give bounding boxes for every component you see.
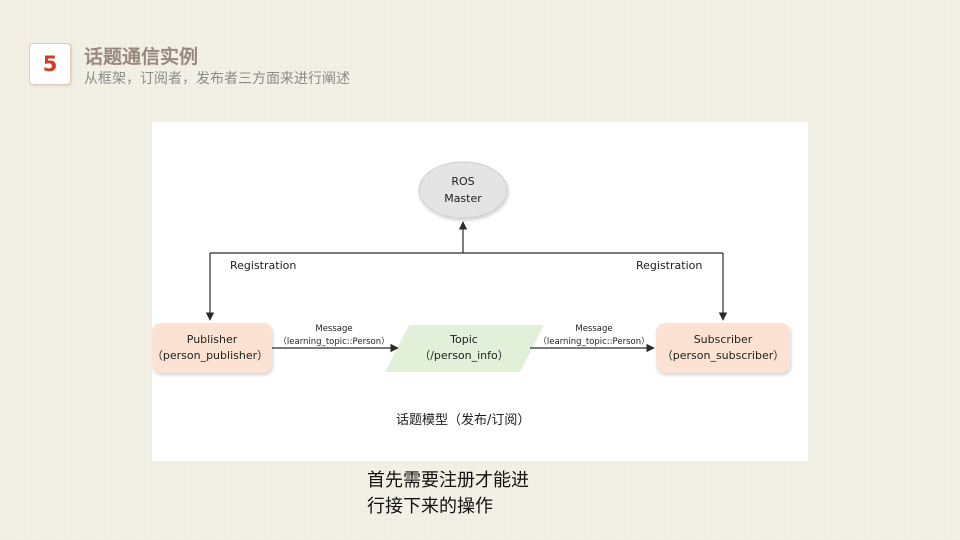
subscriber-node: Subscriber （person_subscriber） bbox=[656, 323, 790, 373]
subscriber-node-name: （person_subscriber） bbox=[662, 349, 785, 362]
explanation-text: 首先需要注册才能进 行接下来的操作 bbox=[367, 468, 597, 520]
topic-path: （/person_info） bbox=[419, 349, 509, 362]
section-number-badge: 5 bbox=[29, 43, 71, 85]
ros-master-shape bbox=[418, 161, 508, 219]
message-type-right: （learning_topic::Person） bbox=[538, 336, 649, 347]
diagram-canvas: ROS Master Registration Registration Pub… bbox=[152, 161, 790, 428]
slide-subtitle: 从框架，订阅者，发布者三方面来进行阐述 bbox=[84, 71, 350, 87]
publisher-shape bbox=[152, 323, 272, 373]
ros-master-node: ROS Master bbox=[418, 161, 508, 219]
message-label-left: Message bbox=[315, 324, 352, 334]
topic-node: Topic （/person_info） bbox=[385, 325, 544, 372]
topic-shape bbox=[385, 325, 544, 372]
ros-master-label-line1: ROS bbox=[451, 175, 474, 188]
subscriber-shape bbox=[656, 323, 790, 373]
registration-label-right: Registration bbox=[636, 259, 702, 272]
publisher-node: Publisher （person_publisher） bbox=[152, 323, 272, 373]
topic-model-diagram: ROS Master Registration Registration Pub… bbox=[152, 122, 808, 461]
explanation-line-2: 行接下来的操作 bbox=[367, 496, 493, 517]
publisher-node-name: （person_publisher） bbox=[152, 349, 268, 362]
publisher-label: Publisher bbox=[187, 333, 238, 346]
subscriber-label: Subscriber bbox=[694, 333, 753, 346]
topic-label: Topic bbox=[449, 333, 478, 346]
section-number: 5 bbox=[42, 52, 58, 76]
ros-master-label-line2: Master bbox=[444, 192, 482, 205]
slide-title: 话题通信实例 bbox=[84, 46, 199, 68]
diagram-caption: 话题模型（发布/订阅） bbox=[396, 412, 530, 428]
registration-label-left: Registration bbox=[230, 259, 296, 272]
message-label-right: Message bbox=[575, 324, 612, 334]
message-type-left: （learning_topic::Person） bbox=[278, 336, 389, 347]
registration-connector bbox=[205, 221, 728, 321]
explanation-line-1: 首先需要注册才能进 bbox=[367, 470, 529, 491]
